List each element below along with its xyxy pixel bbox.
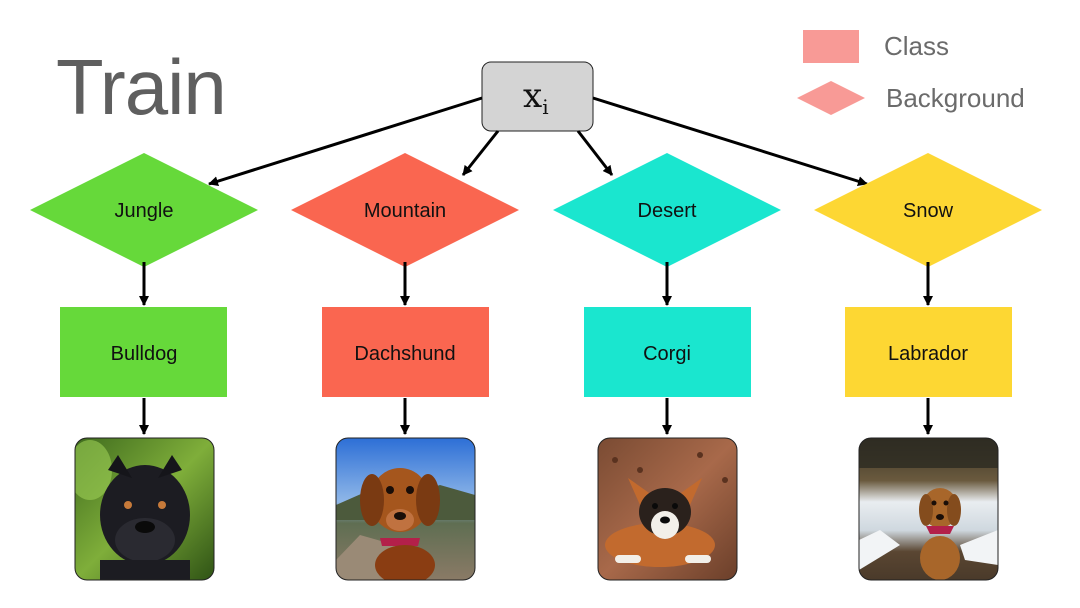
class-label-labrador: Labrador — [888, 343, 968, 365]
background-label-desert: Desert — [638, 200, 697, 222]
background-label-jungle: Jungle — [115, 200, 174, 222]
background-diamond-desert — [553, 153, 781, 267]
dachshund-photo — [336, 438, 475, 580]
class-box-bulldog — [60, 307, 227, 397]
legend-background-label: Background — [886, 83, 1025, 113]
arrow-root-to-jungle — [208, 96, 483, 187]
branch-snow: Snow Labrador — [814, 153, 1042, 581]
class-label-bulldog: Bulldog — [111, 343, 178, 365]
background-diamond-jungle — [30, 153, 258, 267]
bulldog-photo — [75, 438, 214, 580]
branch-desert: Desert Corgi — [553, 153, 781, 581]
root-label: xi — [523, 76, 549, 119]
class-box-corgi — [584, 307, 751, 397]
branch-jungle: Jungle Bulldog — [30, 153, 258, 581]
background-diamond-mountain — [291, 153, 519, 267]
class-label-corgi: Corgi — [643, 343, 691, 365]
arrow-root-to-mountain — [461, 130, 500, 176]
labrador-photo — [859, 438, 998, 580]
legend-background-swatch — [797, 81, 865, 115]
arrow-root-to-desert — [576, 130, 614, 176]
root-node: xi — [481, 61, 594, 132]
background-label-snow: Snow — [903, 200, 954, 222]
legend-class-label: Class — [884, 31, 950, 61]
class-box-dachshund — [322, 307, 489, 397]
background-label-mountain: Mountain — [364, 200, 446, 222]
legend-class-swatch — [803, 30, 859, 63]
branch-mountain: Mountain Dachshund — [291, 153, 519, 581]
background-diamond-snow — [814, 153, 1042, 267]
class-box-labrador — [845, 307, 1012, 397]
class-label-dachshund: Dachshund — [354, 343, 455, 365]
root-box — [481, 61, 594, 132]
corgi-photo — [598, 438, 737, 580]
page-title: Train — [56, 43, 227, 131]
arrow-root-to-snow — [592, 96, 868, 187]
